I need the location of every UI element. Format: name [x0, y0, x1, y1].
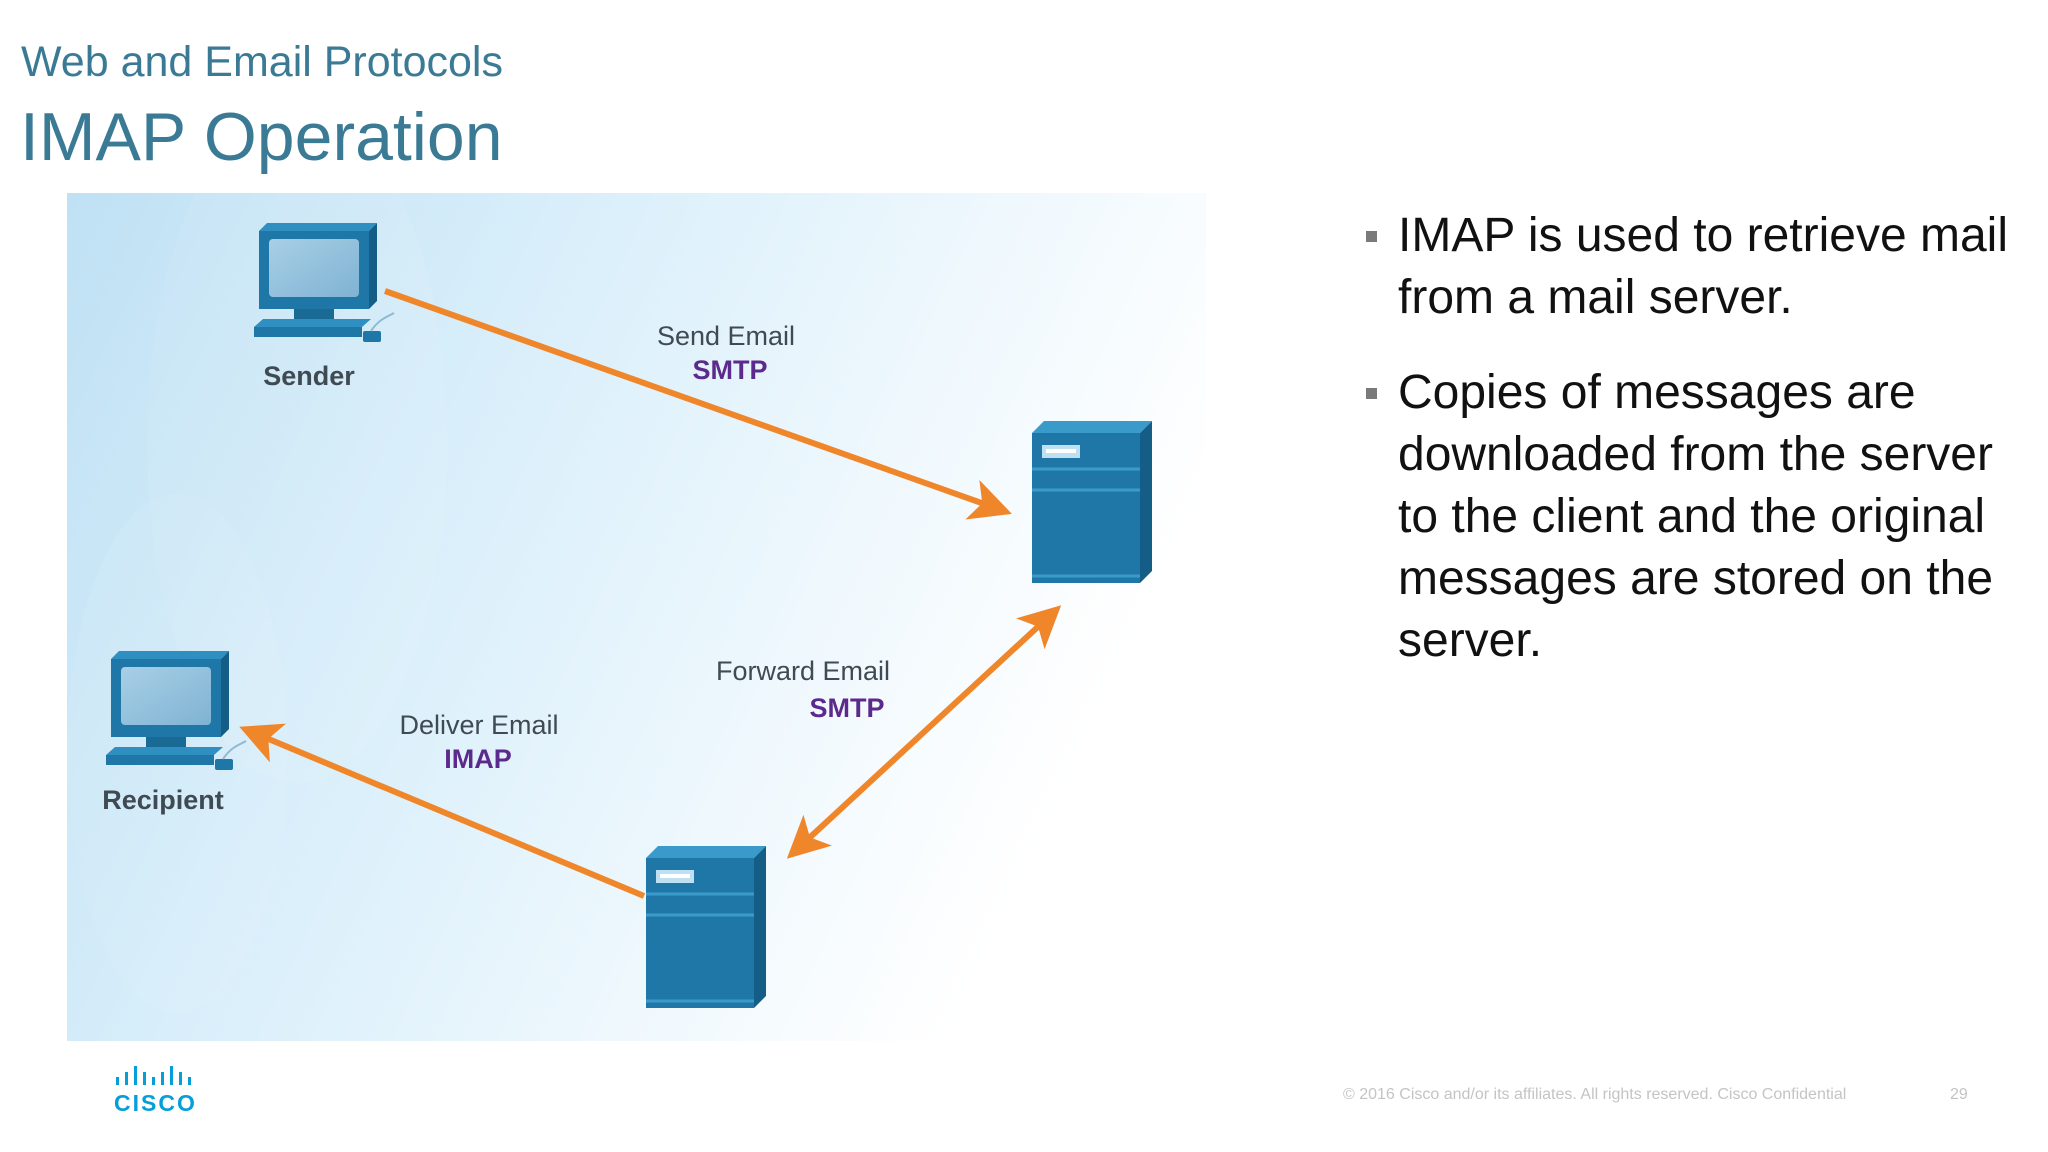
deliver-email-label: Deliver Email [399, 710, 558, 740]
sender-computer-icon [254, 223, 395, 342]
sender-label: Sender [263, 361, 355, 391]
mail-server-upper-icon [1032, 421, 1152, 583]
square-bullet-icon [1366, 231, 1377, 242]
recipient-computer-icon [106, 651, 247, 770]
bullet-item: IMAP is used to retrieve mail from a mai… [1360, 205, 2020, 329]
mail-server-lower-icon [646, 846, 766, 1008]
bullet-text: IMAP is used to retrieve mail from a mai… [1398, 209, 2009, 324]
forward-email-label: Forward Email [716, 656, 890, 686]
square-bullet-icon [1366, 388, 1377, 399]
send-email-arrow [383, 288, 1012, 520]
slide-title: IMAP Operation [20, 99, 503, 175]
imap-diagram: Sender Recipient Send Email SMTP Forward… [67, 193, 1206, 1041]
cisco-logo: CISCO [114, 1066, 198, 1116]
bullet-item: Copies of messages are downloaded from t… [1360, 362, 2020, 672]
send-email-label: Send Email [657, 321, 795, 351]
cisco-wordmark: CISCO [114, 1090, 197, 1116]
bullet-text: Copies of messages are downloaded from t… [1398, 366, 1994, 667]
cisco-bars-icon [116, 1066, 191, 1085]
page-number: 29 [1950, 1086, 1968, 1103]
deliver-email-protocol: IMAP [444, 744, 512, 774]
forward-email-protocol: SMTP [809, 693, 884, 723]
footer-copyright: © 2016 Cisco and/or its affiliates. All … [1343, 1086, 1847, 1103]
forward-email-arrow [786, 605, 1062, 859]
recipient-label: Recipient [102, 785, 224, 815]
deliver-email-arrow [239, 723, 646, 899]
bullet-list: IMAP is used to retrieve mail from a mai… [1360, 205, 2020, 705]
slide-subtitle: Web and Email Protocols [21, 38, 503, 86]
send-email-protocol: SMTP [692, 355, 767, 385]
